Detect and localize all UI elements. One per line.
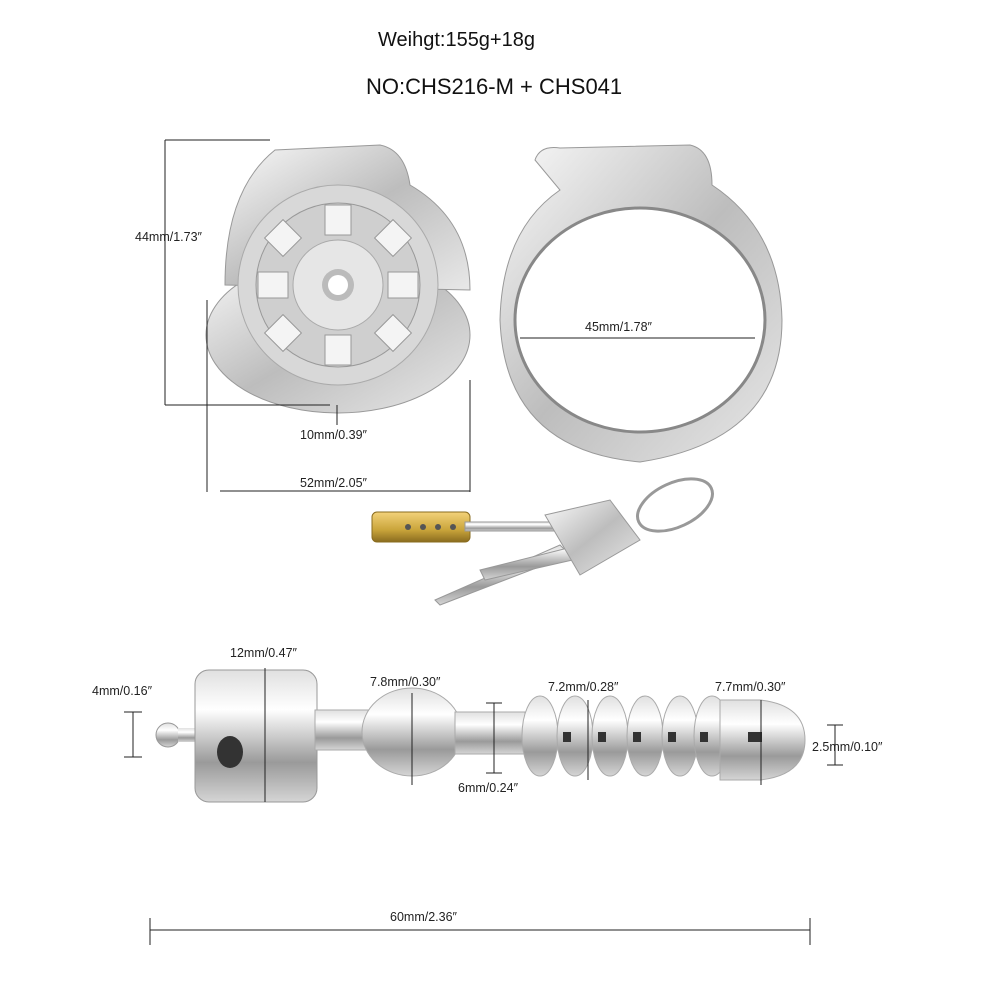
- base-ring: [499, 144, 783, 463]
- plug-head-label: 12mm/0.47″: [230, 646, 297, 660]
- cage-base: [205, 144, 471, 414]
- total-length-label: 60mm/2.36″: [390, 910, 457, 924]
- end-bulb-label: 7.7mm/0.30″: [715, 680, 786, 694]
- dimension-lines: [124, 139, 843, 945]
- model-number: NO:CHS216-M + CHS041: [366, 74, 623, 99]
- urethral-plug: [155, 669, 806, 803]
- hole-label: 2.5mm/0.10″: [812, 740, 883, 754]
- tip-ball-label: 4mm/0.16″: [92, 684, 153, 698]
- cage-height-label: 44mm/1.73″: [135, 230, 202, 244]
- beads-label: 7.2mm/0.28″: [548, 680, 619, 694]
- cage-depth-label: 10mm/0.39″: [300, 428, 367, 442]
- lock-and-keys: [371, 477, 714, 606]
- bulb-label: 7.8mm/0.30″: [370, 675, 441, 689]
- neck-label: 6mm/0.24″: [458, 781, 519, 795]
- ring-diameter-label: 45mm/1.78″: [585, 320, 652, 334]
- cage-width-label: 52mm/2.05″: [300, 476, 367, 490]
- weight-label: Weihgt:155g+18g: [378, 29, 535, 51]
